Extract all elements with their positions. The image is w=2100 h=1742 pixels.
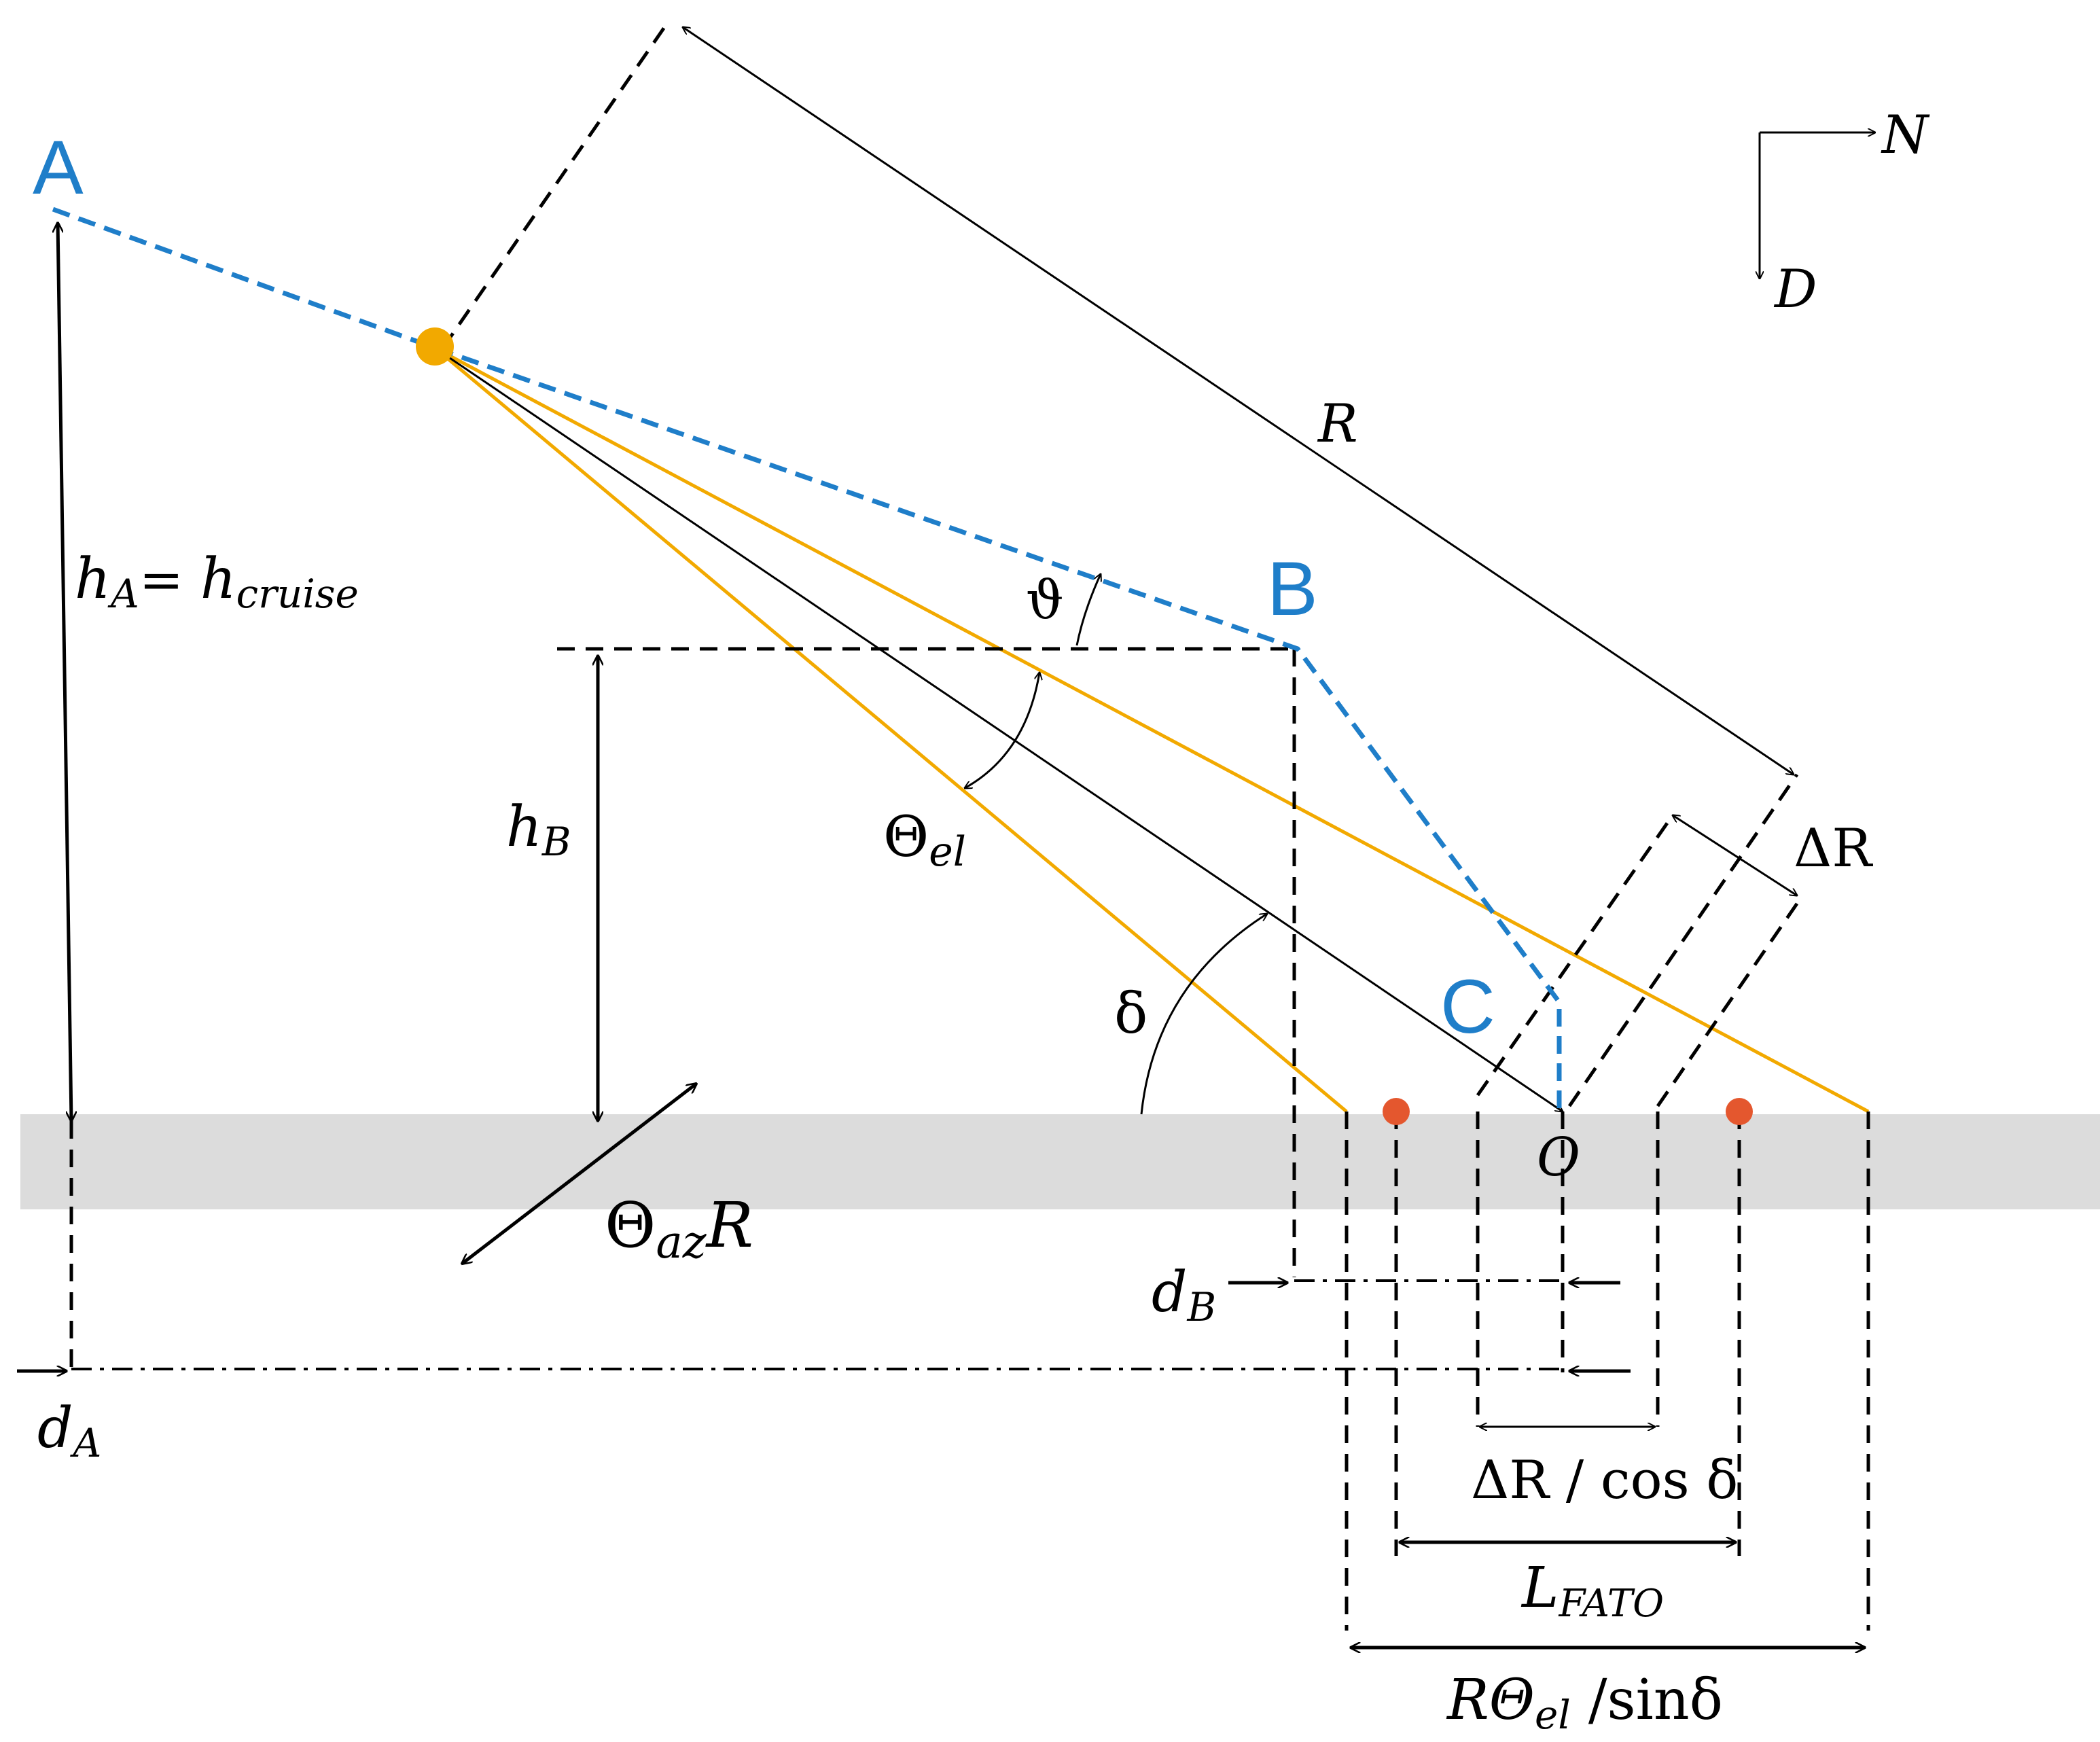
theta-el-arc (965, 673, 1039, 788)
theta-small-label: ϑ (1026, 570, 1064, 631)
theta-az-arrow (462, 1084, 696, 1264)
range-dashed-extensions (441, 19, 1799, 1107)
footprint-label: RΘel /sinδ (1446, 1668, 1723, 1738)
compass-north-label: N (1881, 105, 1930, 166)
vehicle-marker (416, 327, 454, 366)
delta-r-arrow (1673, 815, 1797, 895)
range-arrow (683, 27, 1794, 775)
theta-small-arc (1075, 574, 1101, 646)
boresight-line (434, 346, 1563, 1112)
point-c-label: C (1440, 964, 1495, 1049)
offset-arrows (17, 1283, 1631, 1371)
flight-path (52, 207, 1562, 1112)
delta-arc (1140, 914, 1267, 1115)
origin-label: O (1537, 1127, 1580, 1188)
ground-strip (20, 1114, 2100, 1209)
range-label: R (1317, 393, 1358, 455)
beam-upper-edge (433, 346, 1870, 1114)
dr-cos-label: ΔR / cos δ (1471, 1450, 1738, 1511)
ha-arrow (58, 223, 71, 1121)
point-a-label: A (33, 125, 84, 210)
fato-end-marker (1726, 1098, 1753, 1125)
point-b-label: B (1267, 546, 1318, 631)
compass-down-label: D (1773, 259, 1817, 320)
fato-start-marker (1383, 1098, 1410, 1125)
ha-label: hA= hcruise (75, 547, 359, 617)
hb-box (557, 647, 1296, 1277)
delta-r-label: ΔR (1794, 818, 1873, 879)
beam-cone (433, 346, 1870, 1114)
theta-el-label: Θel (883, 805, 966, 876)
da-label: dA (37, 1396, 101, 1466)
l-fato-label: LFATO (1520, 1556, 1664, 1626)
db-label: dB (1152, 1260, 1216, 1330)
beam-lower-edge (433, 346, 1348, 1113)
compass (1760, 132, 1875, 279)
projection-lines (69, 1112, 1870, 1631)
hb-label: hB (506, 795, 571, 865)
delta-label: δ (1114, 982, 1147, 1046)
theta-az-label: ΘazR (605, 1189, 753, 1268)
dash-dot-lines (71, 1279, 1563, 1370)
